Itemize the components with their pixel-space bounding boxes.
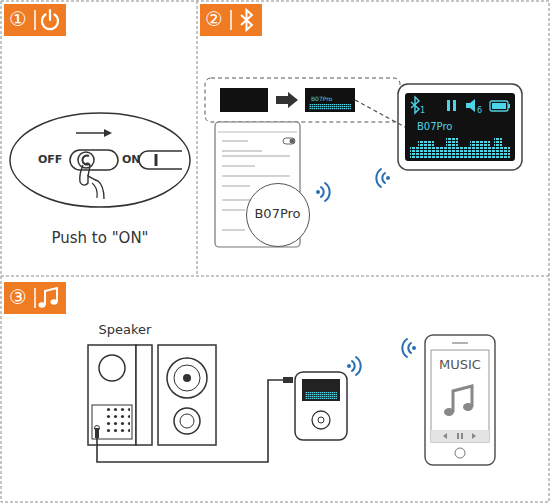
- zoomed-screen: 1 6B07Pro: [405, 93, 515, 161]
- label: Speaker: [99, 323, 152, 337]
- node-text: 1: [420, 107, 425, 116]
- phone-screen: MUSIC: [431, 350, 489, 380]
- node-text: B07Pro: [417, 121, 452, 132]
- device-circle: B07Pro: [246, 183, 310, 247]
- node-text: B07Pro: [311, 96, 332, 103]
- node-text: ②: [205, 8, 223, 30]
- step-badge: ②: [200, 4, 231, 36]
- node-text: 6: [477, 107, 482, 116]
- label: OFF: [38, 154, 62, 166]
- step-badge: ①: [4, 4, 35, 36]
- device-screen: B07Pro: [305, 88, 355, 112]
- node-text: ③: [9, 286, 27, 308]
- node-text: B07Pro: [254, 207, 300, 221]
- step-badge: ③: [4, 282, 35, 314]
- node-text: ①: [9, 8, 27, 30]
- label: Push to "ON": [51, 230, 148, 247]
- callout-connector: [355, 100, 405, 127]
- label: ON: [122, 154, 141, 166]
- node-text: MUSIC: [439, 358, 481, 372]
